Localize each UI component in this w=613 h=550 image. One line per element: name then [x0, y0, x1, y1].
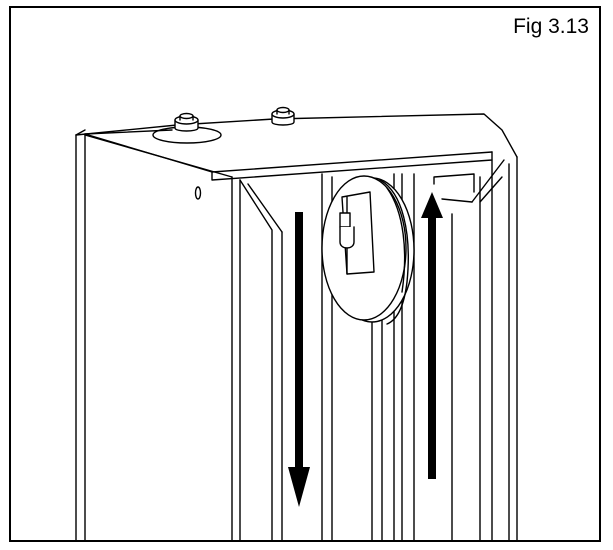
housing	[75, 129, 241, 540]
bolt-hole	[194, 186, 202, 200]
up-arrow	[421, 192, 443, 479]
figure-frame: Fig 3.13	[9, 6, 601, 542]
top-plate	[75, 113, 518, 181]
figure-label: Fig 3.13	[511, 14, 591, 40]
down-arrow	[288, 212, 310, 507]
bolts	[174, 106, 295, 132]
pulley-assembly-drawing	[75, 106, 518, 540]
pulley	[321, 175, 415, 325]
channel	[239, 173, 453, 540]
right-column	[433, 156, 518, 540]
